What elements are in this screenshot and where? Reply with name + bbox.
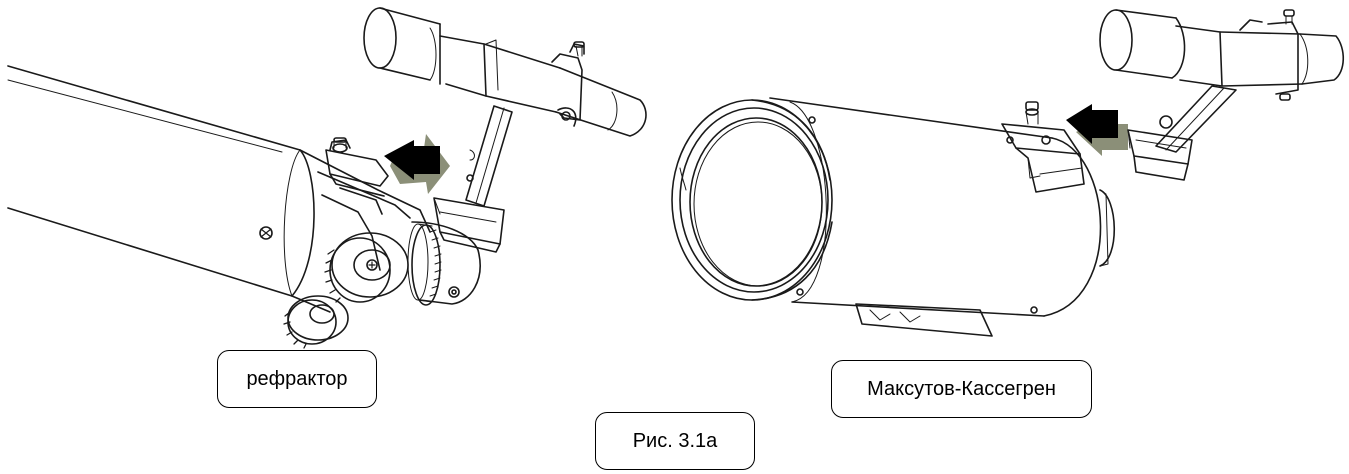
refractor-label: рефрактор xyxy=(217,350,377,408)
refractor-finder-shoe xyxy=(325,137,389,197)
maksutov-cassegrain-label: Максутов-Кассегрен xyxy=(831,360,1092,418)
refractor-tube xyxy=(7,65,315,297)
maksutov-finder-shoe xyxy=(1001,101,1085,193)
refractor-arrow-left-icon xyxy=(384,134,450,194)
figure-caption: Рис. 3.1а xyxy=(595,412,755,470)
maksutov-arrow-left-icon xyxy=(1066,104,1128,156)
refractor-finder-scope xyxy=(363,7,647,253)
refractor-drawing xyxy=(7,7,647,349)
maksutov-drawing xyxy=(671,9,1345,337)
refractor-focus-knob xyxy=(283,232,409,349)
refractor-focuser xyxy=(291,149,481,313)
maksutov-finder-scope xyxy=(1099,9,1345,181)
maksutov-tube xyxy=(769,97,1115,317)
maksutov-front-corrector xyxy=(671,99,833,301)
maksutov-dovetail xyxy=(855,303,993,337)
